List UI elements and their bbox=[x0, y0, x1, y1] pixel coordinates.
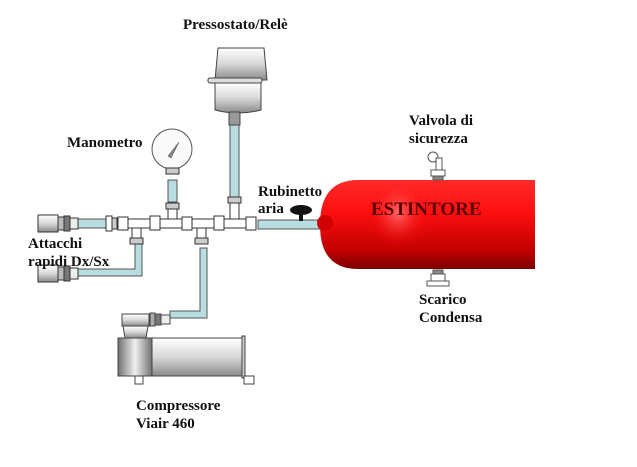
pipe-gauge bbox=[167, 179, 178, 203]
quick-coupler-upper bbox=[37, 214, 79, 233]
compressor-label-line1: Compressore bbox=[136, 398, 221, 414]
pressure-switch bbox=[207, 47, 268, 126]
pipe-compressor bbox=[169, 247, 208, 319]
pipe-pressure-switch bbox=[229, 124, 240, 198]
safety-valve-label-line1: Valvola di bbox=[409, 113, 474, 129]
drain-label-line2: Condensa bbox=[419, 310, 483, 326]
manifold-fittings bbox=[105, 196, 257, 245]
quick-couplers-label-line1: Attacchi bbox=[28, 236, 83, 252]
safety-valve bbox=[427, 151, 446, 181]
quick-coupler-lower bbox=[37, 264, 79, 283]
compressor-label-line2: Viair 460 bbox=[136, 416, 195, 432]
drain-label-line1: Scarico bbox=[419, 292, 467, 308]
pressure-gauge bbox=[151, 128, 193, 175]
pipe-main-right bbox=[257, 219, 323, 230]
tank bbox=[317, 180, 535, 269]
quick-couplers-label-line2: rapidi Dx/Sx bbox=[28, 254, 110, 270]
drain-valve bbox=[426, 269, 450, 287]
pressure-switch-label: Pressostato/Relè bbox=[183, 17, 288, 33]
safety-valve-label-line2: sicurezza bbox=[409, 131, 468, 147]
air-valve-label-line1: Rubinetto bbox=[258, 184, 323, 200]
compressor bbox=[117, 312, 255, 385]
air-valve-label-line2: aria bbox=[258, 201, 284, 217]
pipe-main-left bbox=[77, 218, 111, 229]
tank-label: ESTINTORE bbox=[371, 199, 482, 220]
air-valve bbox=[290, 205, 312, 221]
pipes bbox=[75, 124, 323, 319]
gauge-label: Manometro bbox=[67, 135, 143, 151]
